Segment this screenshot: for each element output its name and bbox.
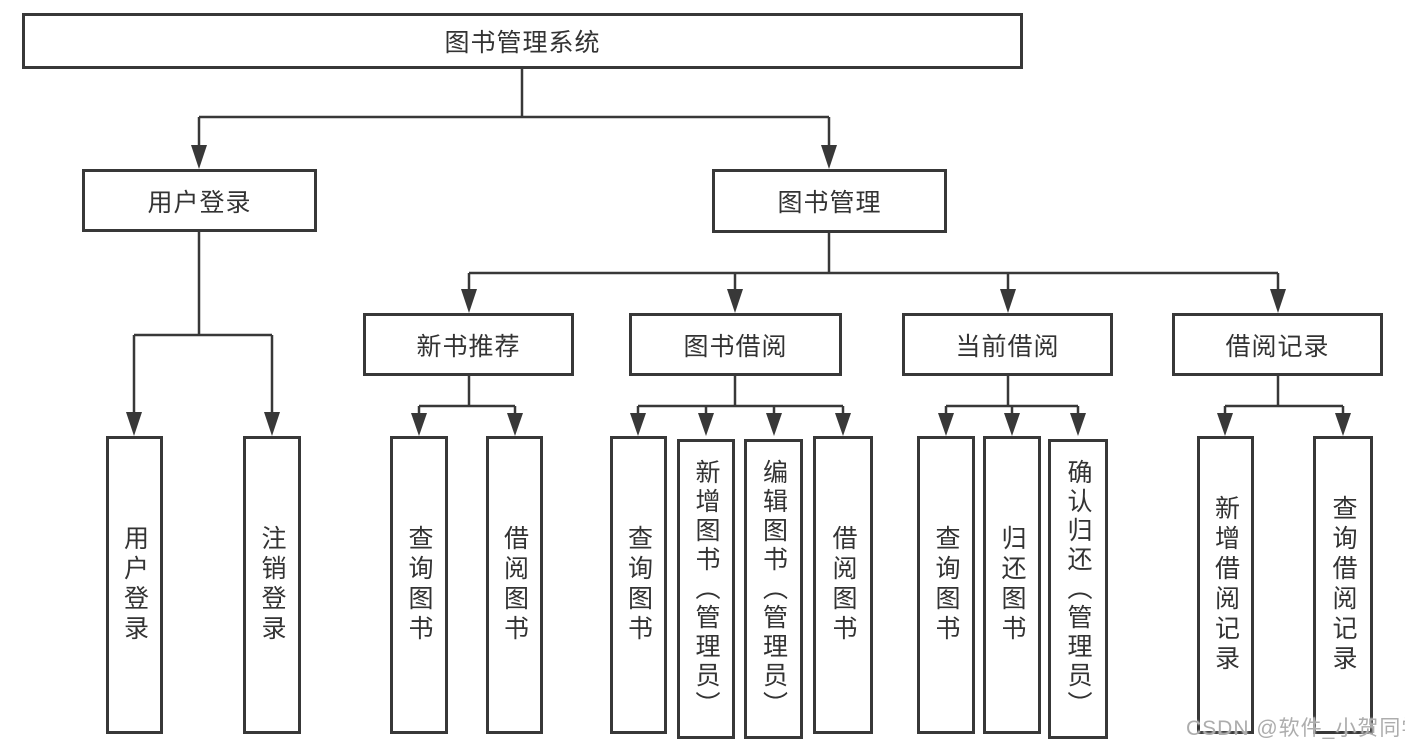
leaf-borrow-books: 借阅图书: [813, 436, 873, 734]
node-user-login: 用户登录: [82, 169, 317, 232]
leaf-user-login: 用户登录: [106, 436, 163, 734]
node-borrowing-records: 借阅记录: [1172, 313, 1383, 376]
leaf-query-books-recommend: 查询图书: [390, 436, 448, 734]
node-new-book-recommendation: 新书推荐: [363, 313, 574, 376]
node-current-borrowing: 当前借阅: [902, 313, 1113, 376]
leaf-query-books-current: 查询图书: [917, 436, 975, 734]
leaf-borrow-books-recommend: 借阅图书: [486, 436, 543, 734]
leaf-logout: 注销登录: [243, 436, 301, 734]
leaf-edit-book-admin: 编辑图书（管理员）: [744, 439, 803, 739]
leaf-confirm-return-admin: 确认归还（管理员）: [1048, 439, 1108, 739]
leaf-add-borrow-record: 新增借阅记录: [1197, 436, 1254, 734]
leaf-query-borrow-record: 查询借阅记录: [1313, 436, 1373, 734]
node-library-management-system: 图书管理系统: [22, 13, 1023, 69]
arrowheads: [126, 145, 1351, 436]
leaf-add-book-admin: 新增图书（管理员）: [677, 439, 735, 739]
leaf-query-books-borrow: 查询图书: [610, 436, 667, 734]
node-book-management: 图书管理: [712, 169, 947, 233]
leaf-return-book: 归还图书: [983, 436, 1041, 734]
csdn-watermark: CSDN @软件_小贺同学: [1186, 717, 1405, 740]
node-book-borrowing: 图书借阅: [629, 313, 842, 376]
